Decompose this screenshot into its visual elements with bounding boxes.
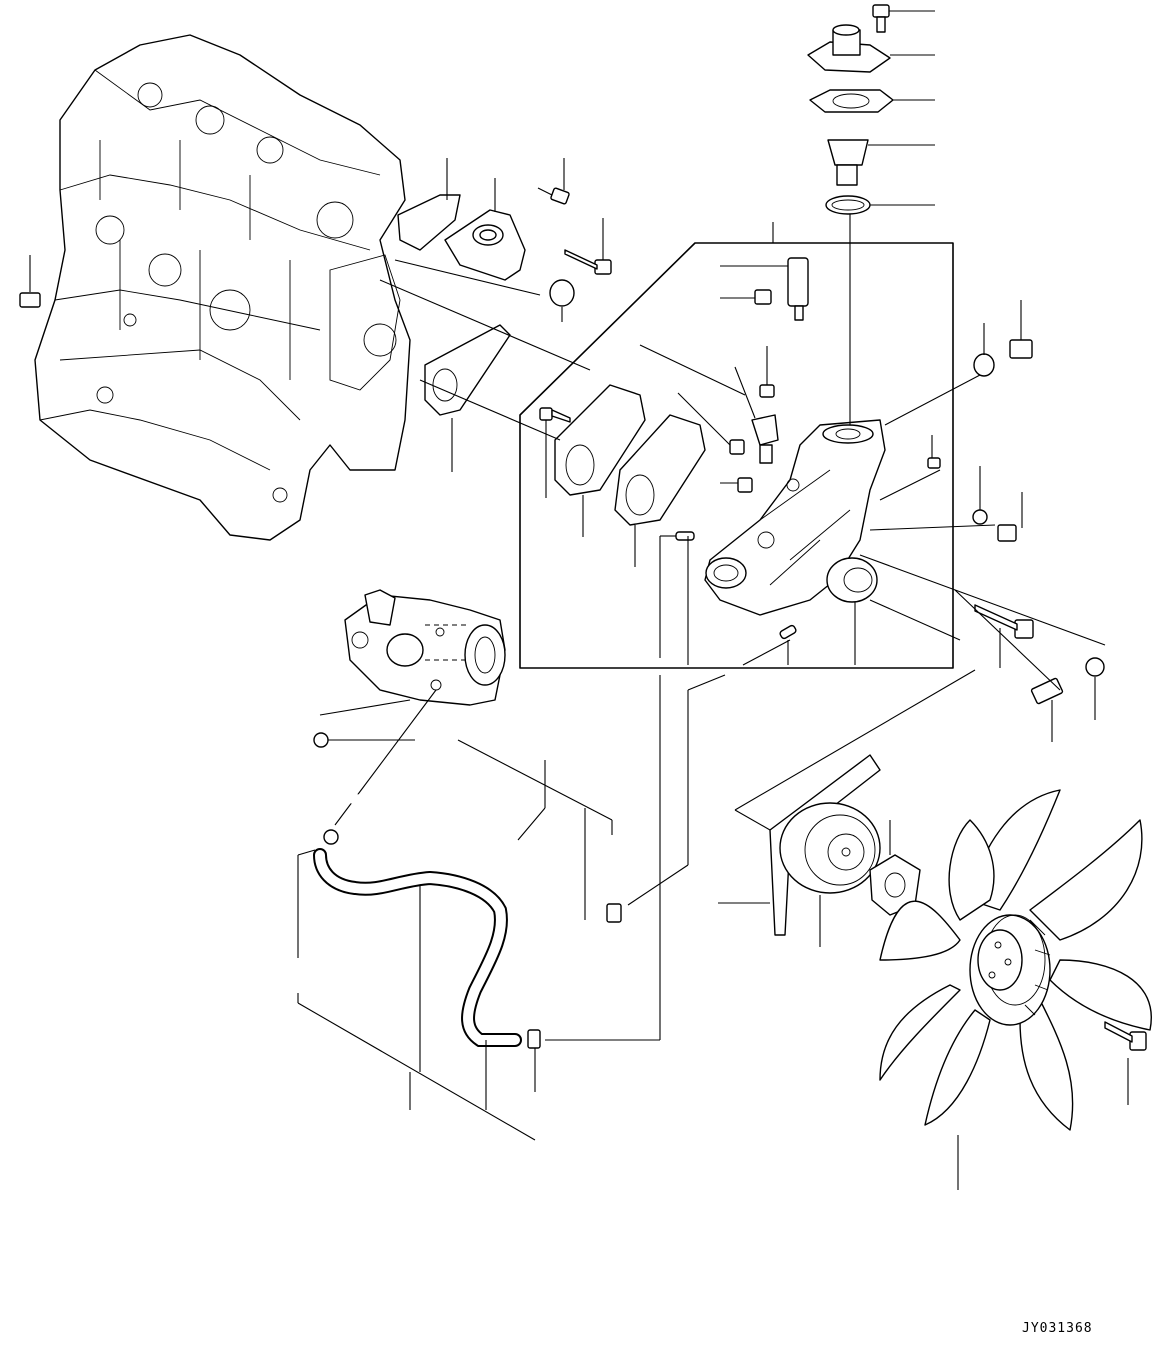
hose-upper — [297, 732, 622, 940]
right-fittings — [927, 300, 1105, 742]
drain-plug-left — [19, 255, 41, 308]
pulley-assembly — [718, 669, 976, 947]
connector-lines — [627, 674, 726, 1040]
gasket-left — [424, 324, 511, 472]
water-pump-parts — [539, 257, 886, 666]
hose-lower — [297, 829, 660, 1141]
thermostat-stack — [807, 4, 935, 420]
cooling-fan — [879, 789, 1152, 1190]
bracket-assembly — [397, 158, 526, 281]
bracket-bolts — [537, 158, 612, 322]
diagram-id-label: JY031368 — [1022, 1321, 1093, 1336]
engine-block — [34, 34, 411, 541]
water-pump-frame — [519, 222, 954, 669]
egr-valve-assembly — [319, 589, 506, 826]
guide-lines-upper — [379, 259, 1106, 691]
